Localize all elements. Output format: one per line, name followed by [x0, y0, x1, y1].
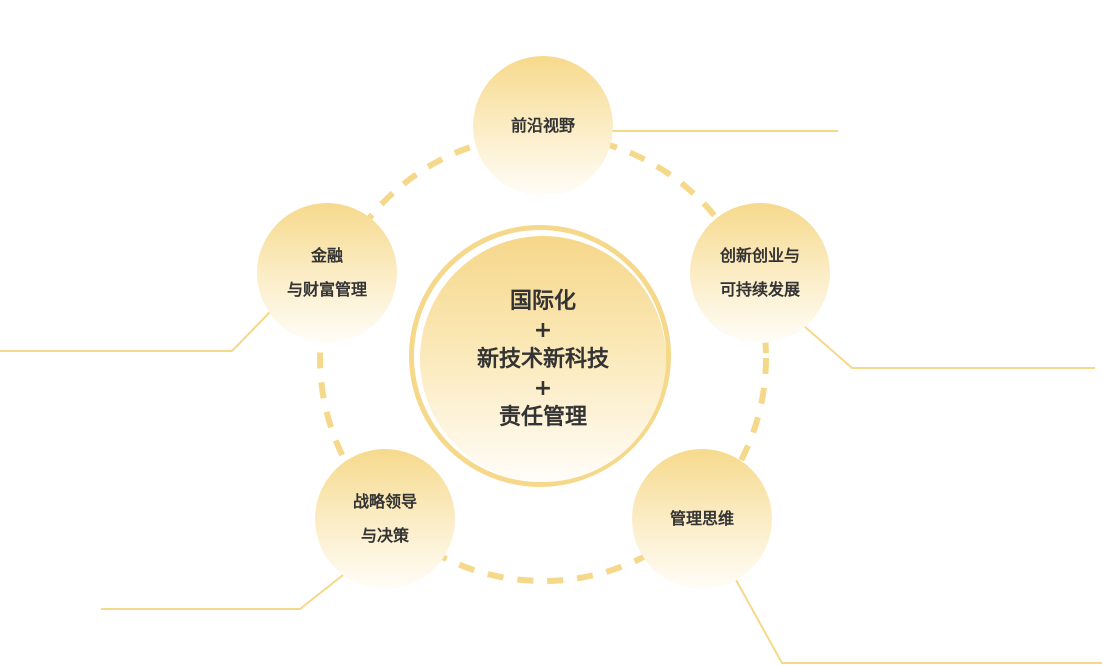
line-left [0, 311, 271, 352]
node-label: 前沿视野 [510, 116, 575, 135]
node-management-thinking: 管理思维 [632, 449, 772, 589]
line-right [803, 325, 1095, 369]
node-label: 创新创业与 [719, 246, 800, 265]
node-frontier-vision: 前沿视野 [473, 56, 613, 196]
node-label: 与决策 [360, 526, 409, 545]
node-label: 管理思维 [669, 509, 734, 528]
center-circle: 国际化 + 新技术新科技 + 责任管理 [420, 236, 666, 482]
center-line-2: 新技术新科技 [476, 346, 609, 372]
center-line-3: 责任管理 [498, 404, 587, 430]
node-finance-wealth: 金融 与财富管理 [257, 203, 397, 343]
node-label: 与财富管理 [286, 280, 367, 299]
node-label: 战略领导 [352, 492, 417, 511]
line-bottom-right [735, 579, 1102, 664]
line-bottom-left [101, 574, 344, 610]
center-line-1: 国际化 [509, 288, 576, 314]
center-plus-1: + [533, 317, 553, 343]
node-label: 金融 [310, 246, 343, 265]
node-strategy-leadership: 战略领导 与决策 [315, 449, 455, 589]
node-label: 可持续发展 [719, 280, 800, 299]
center-plus-2: + [533, 375, 553, 401]
node-innovation-sustainability: 创新创业与 可持续发展 [690, 203, 830, 343]
